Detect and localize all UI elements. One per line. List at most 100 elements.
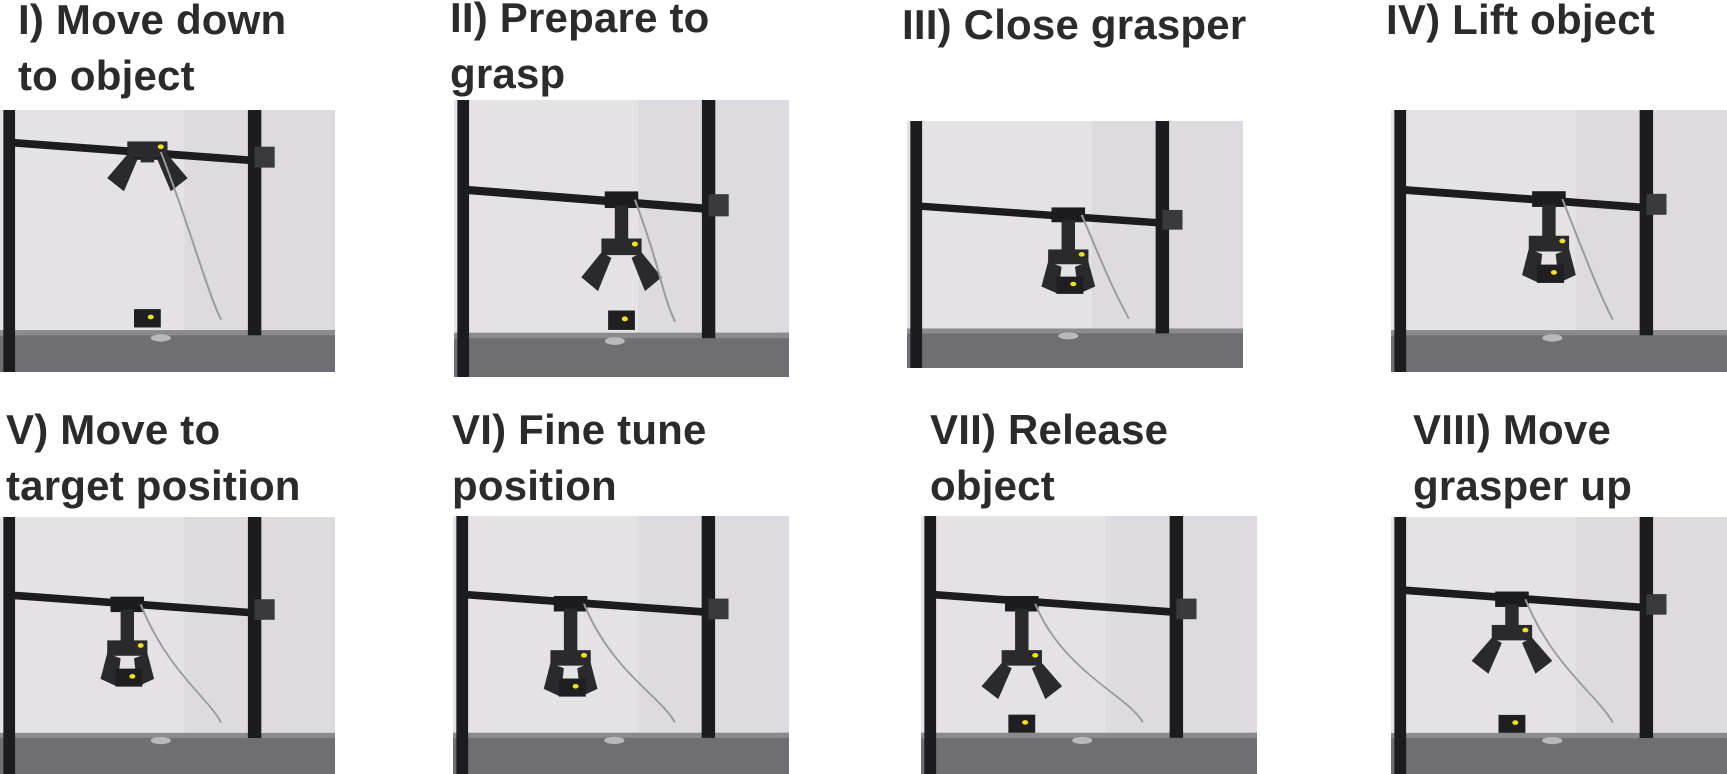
panel-1-label: I) Move down to object	[18, 0, 286, 104]
panel-8-photo	[1391, 517, 1727, 774]
gripper-marker	[631, 241, 638, 247]
object-block	[1498, 714, 1526, 733]
panel-8-label-line1: VIII) Move	[1413, 406, 1612, 453]
cross-beam	[1404, 586, 1654, 613]
cable	[1524, 599, 1614, 723]
gripper-finger-left	[981, 663, 1012, 700]
object-block	[558, 678, 586, 697]
panel-5-label-line1: V) Move to	[6, 406, 221, 453]
carriage	[553, 595, 588, 612]
left-upright	[910, 121, 923, 368]
carriage	[1005, 595, 1039, 612]
right-upright	[1639, 517, 1654, 739]
panel-7-label: VII) Release object	[930, 402, 1168, 514]
left-upright	[456, 516, 469, 774]
gripper-palm	[107, 640, 148, 656]
panel-6-label-line1: VI) Fine tune	[452, 406, 707, 453]
table	[1391, 330, 1727, 372]
object-block	[134, 309, 161, 328]
panel-1-label-line1: I) Move down	[18, 0, 287, 43]
object-marker	[147, 314, 154, 320]
gripper-finger-left	[1471, 637, 1502, 674]
table	[453, 732, 789, 774]
panel-7-label-line1: VII) Release	[930, 406, 1169, 453]
photo-illustration	[0, 110, 335, 372]
stepper-motor	[1162, 209, 1183, 230]
gripper-palm	[601, 238, 642, 256]
target-puck	[604, 337, 625, 345]
gripper-finger-left	[1522, 248, 1543, 283]
right-upright	[247, 517, 262, 739]
cable	[1034, 603, 1144, 723]
table-edge	[921, 732, 1257, 738]
photo-illustration	[1391, 110, 1727, 372]
gripper-finger-right	[1522, 637, 1553, 674]
stepper-motor	[708, 598, 729, 620]
photo-illustration	[454, 100, 789, 377]
panel-6-label-line2: position	[452, 462, 617, 509]
table-edge	[0, 732, 335, 739]
object-block	[1008, 714, 1036, 733]
gripper-finger-left	[543, 663, 564, 697]
panel-3-photo	[907, 121, 1243, 368]
cable	[1080, 214, 1130, 319]
object-marker	[129, 674, 136, 679]
table	[454, 332, 789, 377]
target-puck	[1072, 736, 1093, 745]
panel-4-photo	[1391, 110, 1727, 372]
panel-5-photo	[0, 517, 335, 774]
table-edge	[907, 328, 1243, 334]
table	[0, 330, 335, 372]
photo-illustration	[1391, 517, 1727, 774]
photo-illustration	[921, 516, 1257, 774]
panel-2-label-line2: grasp	[450, 50, 566, 97]
object-marker	[1512, 720, 1519, 725]
z-arm	[120, 609, 134, 646]
carriage	[1051, 207, 1086, 223]
target-puck	[1058, 332, 1079, 340]
gripper-finger-left	[107, 154, 138, 192]
table	[0, 732, 335, 774]
right-upright	[701, 100, 716, 339]
panel-6-label: VI) Fine tune position	[452, 402, 707, 514]
carriage	[110, 596, 145, 613]
carriage	[1532, 191, 1566, 207]
right-upright	[1169, 516, 1184, 738]
object-marker	[1550, 270, 1557, 275]
stepper-motor	[708, 194, 729, 217]
gripper-palm	[1048, 249, 1089, 265]
panel-6-photo	[453, 516, 789, 774]
z-arm	[563, 608, 578, 656]
table-edge	[1391, 732, 1727, 739]
left-upright	[457, 100, 470, 377]
table	[921, 732, 1257, 774]
panel-7-label-line2: object	[930, 462, 1055, 509]
gripper-marker	[1522, 627, 1529, 633]
cross-beam	[920, 202, 1170, 228]
gripper-marker	[137, 643, 144, 648]
z-arm	[1061, 219, 1075, 255]
table-edge	[1391, 330, 1727, 336]
gripper-palm	[1001, 650, 1042, 666]
stepper-motor	[1646, 594, 1667, 615]
gripper-palm	[127, 141, 168, 158]
table-edge	[454, 332, 789, 339]
panel-1-label-line2: to object	[18, 52, 195, 99]
panel-2-label-line1: II) Prepare to	[450, 0, 710, 41]
panel-4-label: IV) Lift object	[1386, 0, 1655, 48]
cross-beam	[467, 185, 716, 214]
panel-5-label: V) Move to target position	[6, 402, 301, 514]
object-block	[1537, 264, 1565, 283]
target-puck	[150, 736, 171, 745]
panel-7-photo	[921, 516, 1257, 774]
object-block	[1056, 276, 1084, 294]
z-arm	[614, 205, 629, 245]
z-arm	[140, 157, 155, 163]
photo-illustration	[0, 517, 335, 774]
right-upright	[1639, 110, 1654, 336]
photo-illustration	[907, 121, 1243, 368]
gripper-marker	[1032, 652, 1039, 658]
carriage	[1495, 591, 1529, 607]
gripper-marker	[157, 144, 164, 150]
left-upright	[3, 110, 16, 372]
